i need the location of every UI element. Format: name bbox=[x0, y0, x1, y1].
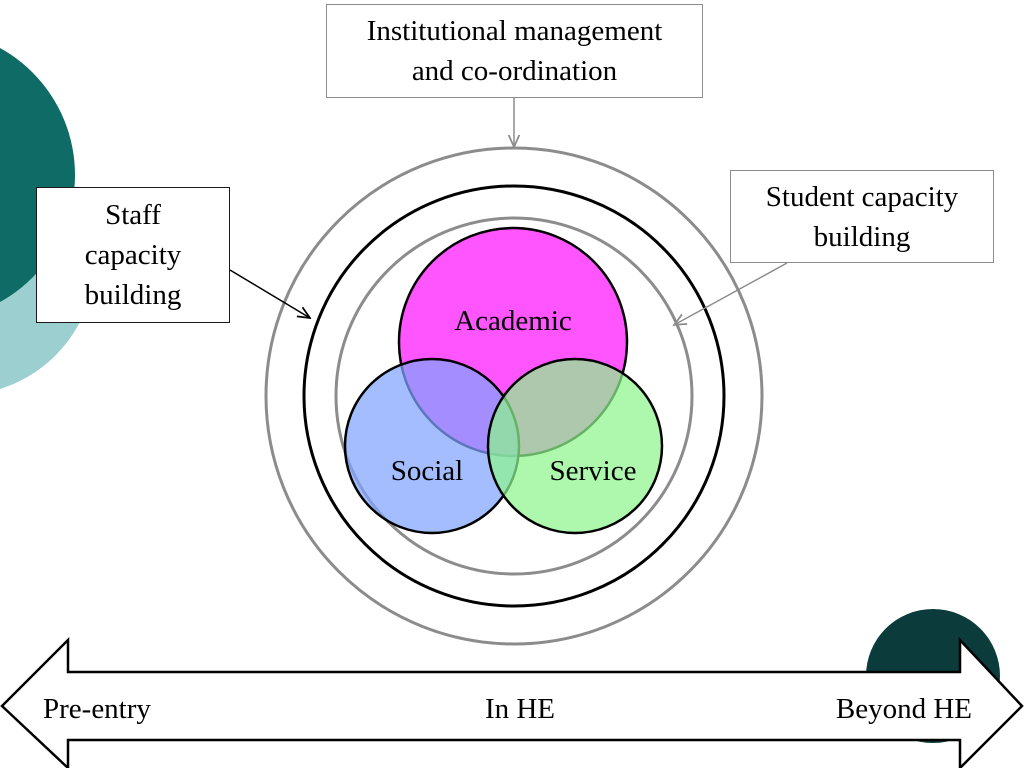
institutional-management-label: Institutional management and co-ordinati… bbox=[366, 15, 663, 87]
academic-label: Academic bbox=[454, 305, 572, 337]
staff-capacity-box: Staff capacity building bbox=[36, 187, 230, 323]
timeline-arrow bbox=[0, 636, 1024, 768]
staff-connector bbox=[229, 269, 310, 318]
social-label: Social bbox=[391, 455, 464, 487]
middle-ring bbox=[302, 184, 726, 608]
student-capacity-box: Student capacity building bbox=[730, 170, 994, 263]
institutional-management-box: Institutional management and co-ordinati… bbox=[326, 4, 703, 98]
service-circle bbox=[486, 357, 664, 535]
inner-ring bbox=[334, 216, 694, 576]
staff-capacity-label: Staff capacity building bbox=[84, 199, 182, 311]
timeline-beyond-he: Beyond HE bbox=[836, 693, 972, 725]
timeline-in-he: In HE bbox=[485, 693, 555, 725]
student-capacity-label: Student capacity building bbox=[765, 180, 959, 253]
student-connector bbox=[674, 262, 788, 325]
service-label: Service bbox=[550, 455, 637, 487]
timeline-pre-entry: Pre-entry bbox=[43, 693, 151, 725]
